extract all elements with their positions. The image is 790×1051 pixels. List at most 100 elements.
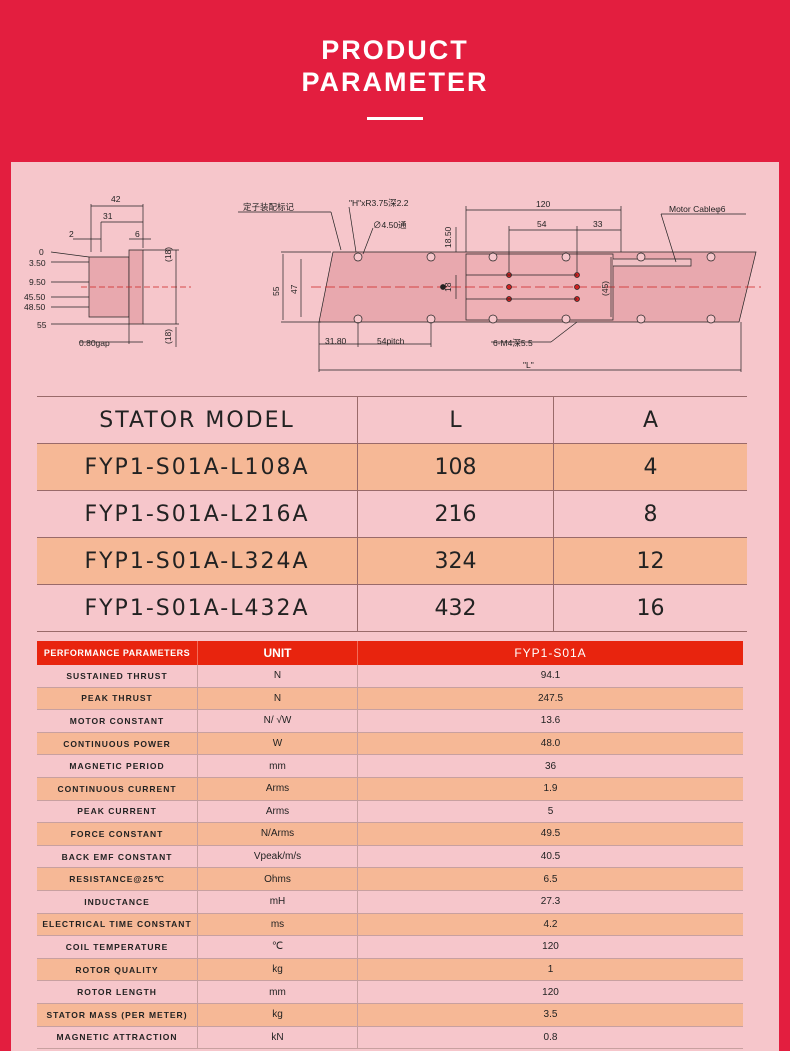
dim-gap: 0.80gap — [79, 338, 110, 348]
unit-cell: mm — [197, 755, 357, 777]
dim-47: 47 — [289, 284, 299, 294]
cable-label: Motor Cableφ6 — [669, 204, 726, 214]
dim-31-80: 31.80 — [325, 336, 347, 346]
technical-drawing: 42 31 2 6 0 3.50 9.50 45.50 48.50 55 0.8… — [11, 162, 779, 392]
unit-cell: kg — [197, 958, 357, 981]
parameter-name-cell: MOTOR CONSTANT — [69, 715, 165, 726]
dim-9-50: 9.50 — [29, 277, 46, 287]
value-cell: 94.1 — [357, 665, 743, 687]
parameter-name-cell: ROTOR LENGTH — [77, 987, 157, 998]
parameter-name-cell: INDUCTANCE — [84, 896, 150, 907]
stator-model-table: STATOR MODEL L A FYP1-S01A-L108A 108 4 F… — [37, 396, 747, 632]
stator-a-cell: 12 — [553, 538, 747, 584]
header-unit: UNIT — [197, 641, 357, 665]
stator-a-cell: 4 — [553, 444, 747, 490]
dim-55-right: 55 — [271, 286, 281, 296]
dim-33: 33 — [593, 219, 603, 229]
dim-42: 42 — [111, 194, 121, 204]
header-l: L — [357, 397, 553, 443]
title-line-1: PRODUCT — [321, 35, 469, 65]
dim-3-50: 3.50 — [29, 258, 46, 268]
performance-table: PERFORMANCE PARAMETERS UNIT FYP1-S01A SU… — [37, 641, 743, 1050]
stator-a-cell: 8 — [553, 491, 747, 537]
stator-l-cell: 216 — [357, 491, 553, 537]
header-a: A — [553, 397, 747, 443]
stator-table-header: STATOR MODEL L A — [37, 396, 747, 444]
dim-18-bottom: (18) — [163, 329, 173, 344]
stator-model-cell: FYP1-S01A-L432A — [84, 595, 310, 621]
dim-31: 31 — [103, 211, 113, 221]
value-cell: 4.2 — [357, 913, 743, 936]
stator-model-cell: FYP1-S01A-L108A — [84, 454, 310, 480]
dim-54pitch: 54pitch — [377, 336, 405, 346]
stator-model-cell: FYP1-S01A-L216A — [84, 501, 310, 527]
dim-48-50: 48.50 — [24, 302, 46, 312]
header-stator-model: STATOR MODEL — [99, 407, 295, 433]
stator-row: FYP1-S01A-L216A 216 8 — [37, 491, 747, 538]
unit-cell: N — [197, 665, 357, 687]
unit-cell: N/ √W — [197, 710, 357, 732]
stator-model-cell: FYP1-S01A-L324A — [84, 548, 310, 574]
dim-2: 2 — [69, 229, 74, 239]
value-cell: 13.6 — [357, 710, 743, 732]
unit-cell: Arms — [197, 777, 357, 800]
parameter-name-cell: CONTINUOUS POWER — [63, 738, 171, 749]
parameter-name-cell: BACK EMF CONSTANT — [61, 851, 173, 862]
value-cell: 247.5 — [357, 687, 743, 710]
value-cell: 48.0 — [357, 732, 743, 755]
dim-0: 0 — [39, 247, 44, 257]
dim-18: 18 — [443, 282, 453, 292]
unit-cell: Arms — [197, 800, 357, 823]
stator-l-cell: 108 — [357, 444, 553, 490]
unit-cell: kN — [197, 1026, 357, 1049]
unit-cell: mm — [197, 981, 357, 1003]
hole-d-label: ∅4.50通 — [373, 220, 407, 230]
dim-m4: 6-M4深5.5 — [493, 338, 533, 348]
dim-18-top: (18) — [163, 247, 173, 262]
parameter-name-cell: SUSTAINED THRUST — [66, 670, 168, 681]
stator-l-cell: 432 — [357, 585, 553, 631]
unit-cell: ms — [197, 913, 357, 936]
dim-45: (45) — [600, 281, 610, 296]
parameter-name-cell: MAGNETIC ATTRACTION — [56, 1032, 178, 1043]
dim-55-left: 55 — [37, 320, 47, 330]
stator-row: FYP1-S01A-L324A 324 12 — [37, 538, 747, 585]
performance-table-header: PERFORMANCE PARAMETERS UNIT FYP1-S01A — [37, 641, 743, 665]
parameter-name-cell: ELECTRICAL TIME CONSTANT — [42, 919, 192, 930]
value-cell: 3.5 — [357, 1003, 743, 1026]
unit-cell: Vpeak/m/s — [197, 845, 357, 868]
unit-cell: N — [197, 687, 357, 710]
stator-row: FYP1-S01A-L108A 108 4 — [37, 444, 747, 491]
unit-cell: mH — [197, 890, 357, 913]
title-line-2: PARAMETER — [301, 67, 489, 97]
stator-row: FYP1-S01A-L432A 432 16 — [37, 585, 747, 632]
dimension-drawing-svg: 42 31 2 6 0 3.50 9.50 45.50 48.50 55 0.8… — [24, 194, 761, 372]
content-panel: 42 31 2 6 0 3.50 9.50 45.50 48.50 55 0.8… — [11, 162, 779, 1051]
header-performance-parameters: PERFORMANCE PARAMETERS — [43, 648, 191, 658]
value-cell: 120 — [357, 936, 743, 958]
stator-a-cell: 16 — [553, 585, 747, 631]
dim-6: 6 — [135, 229, 140, 239]
page-header: PRODUCT PARAMETER — [0, 0, 790, 162]
dim-18-50: 18.50 — [443, 226, 453, 248]
dim-45-50: 45.50 — [24, 292, 46, 302]
value-cell: 120 — [357, 981, 743, 1003]
parameter-name-cell: PEAK THRUST — [81, 693, 153, 704]
header-model: FYP1-S01A — [357, 641, 743, 665]
value-cell: 1 — [357, 958, 743, 981]
unit-cell: W — [197, 732, 357, 755]
value-cell: 5 — [357, 800, 743, 823]
mark-label: 定子装配标记 — [243, 202, 295, 212]
